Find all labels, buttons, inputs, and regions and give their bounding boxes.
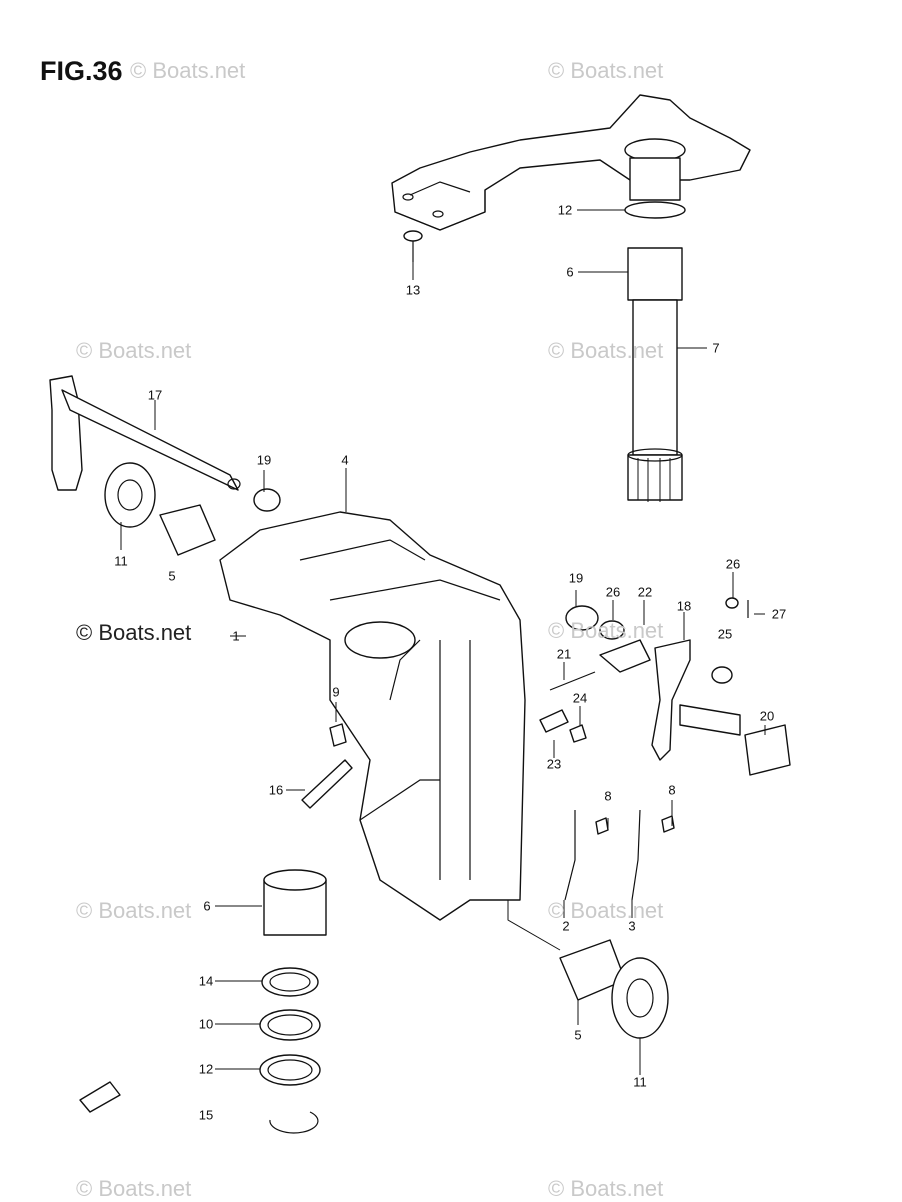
screw-13-drawing bbox=[403, 230, 423, 262]
callout-6-lower: 6 bbox=[203, 898, 211, 914]
callout-10: 10 bbox=[198, 1016, 214, 1032]
forward-arrow-icon bbox=[79, 1081, 121, 1113]
callout-24: 24 bbox=[572, 690, 588, 706]
callout-23: 23 bbox=[546, 756, 562, 772]
steering-bracket-drawing bbox=[391, 94, 751, 231]
callout-4: 4 bbox=[341, 452, 349, 468]
screw-9-drawing bbox=[329, 723, 347, 747]
callout-13: 13 bbox=[405, 282, 421, 298]
lever-18-drawing bbox=[651, 639, 691, 761]
watermark: © Boats.net bbox=[76, 1176, 192, 1201]
leader-lines bbox=[120, 209, 766, 1075]
watermark: © Boats.net bbox=[548, 618, 664, 643]
swivel-bracket-drawing bbox=[219, 511, 526, 921]
callout-8-left: 8 bbox=[604, 788, 612, 804]
watermark: © Boats.net bbox=[548, 898, 664, 923]
plate-23-drawing bbox=[539, 709, 569, 733]
washer-11-lower-drawing bbox=[611, 957, 669, 1039]
callout-8-right: 8 bbox=[668, 782, 676, 798]
watermark: © Boats.net bbox=[548, 58, 664, 83]
clip-22-drawing bbox=[599, 639, 651, 673]
bushing-19-upper-drawing bbox=[253, 488, 281, 512]
watermark: © Boats.net bbox=[130, 58, 246, 83]
callout-26-mid: 26 bbox=[605, 584, 621, 600]
pad-20-drawing bbox=[744, 724, 791, 776]
callout-2: 2 bbox=[562, 918, 570, 934]
watermark-dark: © Boats.net bbox=[76, 620, 192, 645]
steering-shaft-drawing bbox=[624, 157, 686, 502]
callout-21: 21 bbox=[556, 646, 572, 662]
spring-26-drawing bbox=[599, 620, 625, 640]
callout-18: 18 bbox=[676, 598, 692, 614]
spring-21-drawing bbox=[549, 671, 596, 691]
callout-16: 16 bbox=[268, 782, 284, 798]
bushing-19-right-drawing bbox=[565, 605, 599, 631]
callout-25: 25 bbox=[717, 626, 733, 642]
callout-11-lower: 11 bbox=[633, 1074, 647, 1090]
callout-12-upper: 12 bbox=[557, 202, 573, 218]
callout-5-upper: 5 bbox=[168, 568, 176, 584]
watermark: © Boats.net bbox=[548, 338, 664, 363]
callout-19-right: 19 bbox=[568, 570, 584, 586]
callout-19-upper: 19 bbox=[256, 452, 272, 468]
circlip-15-drawing bbox=[269, 1111, 319, 1134]
collar-drawing bbox=[711, 666, 733, 684]
callout-22: 22 bbox=[637, 584, 653, 600]
screw-24-drawing bbox=[569, 724, 587, 743]
washer-26-drawing bbox=[725, 597, 739, 609]
watermark: © Boats.net bbox=[76, 338, 192, 363]
watermark: © Boats.net bbox=[548, 1176, 664, 1201]
callout-11-upper: 11 bbox=[114, 553, 128, 569]
callout-27: 27 bbox=[771, 606, 787, 622]
lead-wire-2-drawing bbox=[564, 810, 576, 901]
figure-title: FIG.36 bbox=[40, 56, 123, 86]
callout-26-right: 26 bbox=[725, 556, 741, 572]
bushing-5-upper-drawing bbox=[159, 504, 216, 556]
callout-3: 3 bbox=[628, 918, 636, 934]
callout-5-lower: 5 bbox=[574, 1027, 582, 1043]
callout-15: 15 bbox=[198, 1107, 214, 1123]
callout-6-upper: 6 bbox=[566, 264, 574, 280]
callout-7: 7 bbox=[712, 340, 720, 356]
washer-11-upper-drawing bbox=[104, 462, 156, 528]
lead-wire-3-drawing bbox=[631, 809, 641, 901]
watermark: © Boats.net bbox=[76, 898, 192, 923]
tilt-rod-drawing bbox=[49, 375, 241, 491]
callout-20: 20 bbox=[759, 708, 775, 724]
callout-14: 14 bbox=[198, 973, 214, 989]
callout-9: 9 bbox=[332, 684, 340, 700]
callout-1: 1 bbox=[232, 628, 240, 644]
part-16-drawing bbox=[301, 759, 353, 809]
callout-17: 17 bbox=[147, 387, 163, 403]
callout-12-lower: 12 bbox=[198, 1061, 214, 1077]
